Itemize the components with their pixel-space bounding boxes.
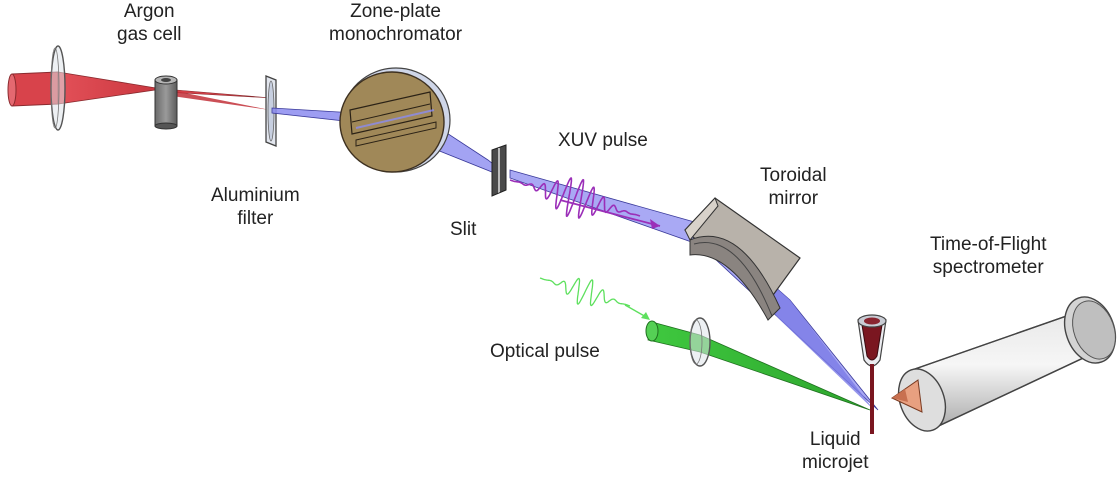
label-zone-plate-monochromator: Zone-plate monochromator [329,0,462,46]
label-line: Argon [123,1,175,22]
time-of-flight-spectrometer [890,296,1117,432]
label-line: mirror [768,188,819,209]
liquid-microjet [857,314,887,434]
label-slit: Slit [450,218,476,241]
optical-lens [689,317,711,367]
ir-beam [7,71,273,110]
label-line: filter [237,208,274,229]
slit [491,144,507,197]
label-argon-gas-cell: Argon gas cell [117,0,181,46]
label-line: Optical pulse [490,341,600,362]
label-line: Aluminium [211,185,300,206]
label-line: Slit [450,219,477,240]
focusing-lens [50,45,66,131]
label-optical-pulse: Optical pulse [490,340,600,363]
label-line: Time-of-Flight [930,234,1047,255]
label-line: XUV pulse [558,130,648,151]
label-toroidal-mirror: Toroidal mirror [760,164,827,210]
label-line: Toroidal [760,165,827,186]
optical-pulse-waveform [539,277,650,320]
zone-plate-monochromator [339,67,451,173]
label-xuv-pulse: XUV pulse [558,129,648,152]
label-line: monochromator [329,24,463,45]
xuv-pulse-waveform [509,177,661,229]
toroidal-mirror [684,197,801,321]
label-liquid-microjet: Liquid microjet [802,428,869,474]
label-aluminium-filter: Aluminium filter [211,184,300,230]
argon-gas-cell [154,75,178,130]
label-line: Liquid [809,429,861,450]
label-line: Zone-plate [350,1,441,22]
label-line: microjet [802,452,869,473]
label-time-of-flight-spectrometer: Time-of-Flight spectrometer [930,233,1046,279]
label-line: gas cell [117,24,182,45]
label-line: spectrometer [932,257,1044,278]
